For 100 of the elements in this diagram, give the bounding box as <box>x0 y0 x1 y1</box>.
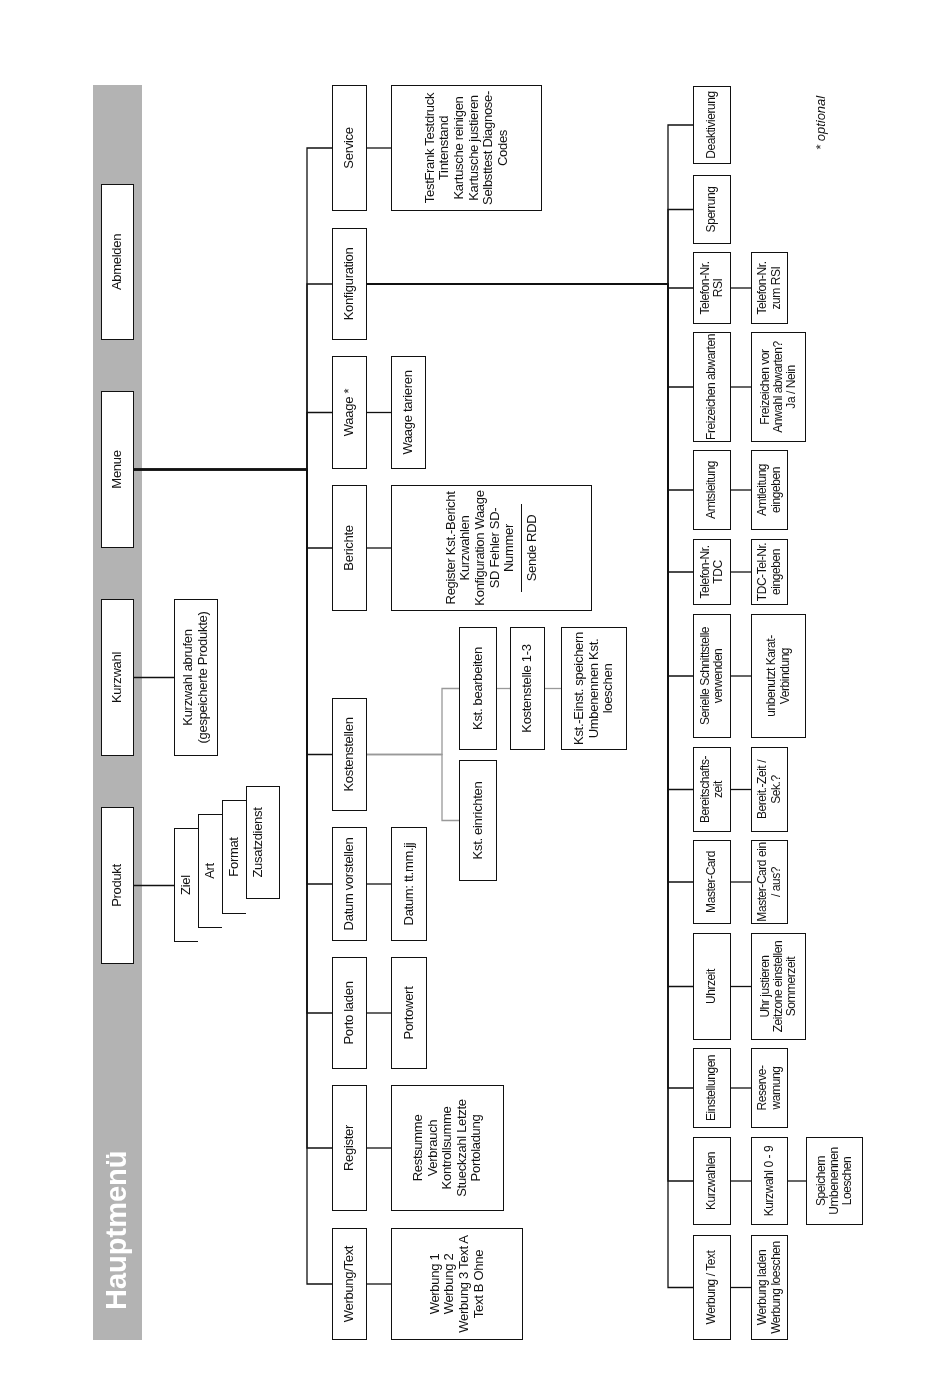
stacked-card <box>174 828 198 942</box>
menu-label: Bereitschafts- zeit <box>698 754 726 826</box>
menu-box <box>693 1235 731 1340</box>
option-list-box <box>806 1137 863 1225</box>
menu-box <box>693 332 731 442</box>
menu-label: Konfiguration <box>342 247 357 321</box>
connector-line <box>366 147 392 149</box>
menu-box <box>332 85 367 211</box>
option-list-box <box>561 627 627 750</box>
header-band <box>93 85 142 1340</box>
menu-box <box>332 698 367 811</box>
menu-box <box>693 86 731 164</box>
connector-line <box>133 676 175 679</box>
option-list-box <box>751 332 806 442</box>
menu-label: Register <box>342 1125 357 1171</box>
menu-label: Kostenstellen <box>342 717 357 792</box>
menu-box <box>693 840 731 924</box>
connector-line <box>366 1283 392 1285</box>
menu-label: Telefon-Nr. RSI <box>698 260 726 317</box>
menu-box <box>332 228 367 340</box>
menu-label: Serielle Schnittstelle verwenden <box>698 625 726 728</box>
stacked-card <box>198 814 222 928</box>
menu-box <box>332 1085 367 1211</box>
connector-line <box>366 753 460 822</box>
menu-box <box>101 599 134 756</box>
menu-box <box>332 827 367 941</box>
option-list-text: Restsumme Verbrauch Kontrollsumme Stueckzahl Letzte Portoladung <box>411 1098 484 1199</box>
menu-box <box>391 356 426 469</box>
option-list-box <box>391 485 592 611</box>
footnote: * optional <box>813 95 829 150</box>
option-list-box <box>391 85 542 211</box>
option-list-text: Register Kst.-Bericht Kurzwahlen Konfiguration Waage SD Fehler SD-Nummer <box>443 489 517 607</box>
menu-box <box>101 807 134 964</box>
menu-box <box>693 747 731 832</box>
connector-line <box>730 386 752 388</box>
option-list-text: Freizeichen vor Anwahl abwarten? Ja / Nein <box>758 340 799 435</box>
option-list-text: Werbung laden Werbung loeschen <box>756 1240 783 1336</box>
menu-box <box>751 252 788 324</box>
connector-line <box>730 571 752 573</box>
menu-box <box>693 450 731 530</box>
option-list-box <box>391 1228 523 1340</box>
menu-box <box>751 747 788 832</box>
connector-line <box>787 1180 807 1182</box>
menu-box <box>101 184 134 340</box>
connector-line <box>366 1147 392 1149</box>
menu-box <box>693 175 731 244</box>
menu-box <box>693 1137 731 1225</box>
stacked-card <box>222 800 246 914</box>
menu-label: Kst. bearbeiten <box>470 647 486 730</box>
option-list-text: Uhr justieren Zeitzone einstellen Sommerzeit <box>758 939 799 1035</box>
option-list-text: Kst.-Einst. speichern Umbenennen Kst. loeschen <box>572 631 616 746</box>
menu-label: Einstellungen <box>705 1054 719 1122</box>
menu-label: Produkt <box>110 864 125 907</box>
menu-label: Amtleitung eingeben <box>756 462 783 519</box>
menu-box <box>459 627 497 750</box>
menu-label: Service <box>342 127 357 169</box>
menu-label: Kurzwahlen <box>705 1151 719 1211</box>
connector-line <box>366 411 392 414</box>
option-list-box <box>751 614 806 738</box>
menu-box <box>391 827 427 941</box>
menu-box <box>174 599 218 756</box>
menu-label: Waage tarieren <box>401 370 416 455</box>
connector-line <box>366 547 392 549</box>
option-list-text: unbenutzt Karat-Verbindung <box>765 634 792 719</box>
menu-label: Master-Card ein / aus? <box>756 842 783 922</box>
menu-label: Amtsleitung <box>705 461 719 519</box>
connector-line <box>730 881 752 883</box>
menu-box <box>693 933 731 1040</box>
menu-heading: Hauptmenü <box>101 1150 133 1310</box>
menu-box <box>510 627 545 750</box>
connector-line <box>730 1286 752 1289</box>
menu-label: Abmelden <box>110 233 125 291</box>
connector-line <box>730 1087 752 1089</box>
menu-label: Freizeichen abwarten <box>705 334 719 440</box>
option-list-box <box>391 1085 504 1211</box>
menu-label: Datum: tt.mm.jj <box>401 842 417 926</box>
menu-label: Sperrung <box>705 186 719 233</box>
menu-label: TDC-Tel-Nr. eingeben <box>756 541 783 603</box>
menu-label: Kurzwahl 0 - 9 <box>762 1145 777 1217</box>
menu-box <box>693 614 731 738</box>
menu-box <box>332 485 367 611</box>
menu-label: Telefon-Nr. zum RSI <box>756 260 783 317</box>
menu-box <box>332 957 367 1069</box>
option-list-text: Sende RDD <box>524 514 540 582</box>
connector-line <box>730 675 752 677</box>
menu-label: Menue <box>110 450 125 489</box>
menu-label: Deaktivierung <box>705 91 719 159</box>
option-list-text: Speichern Umbenennen Loeschen <box>814 1146 855 1217</box>
connector-line <box>730 489 752 491</box>
menu-label: Portowert <box>401 986 417 1040</box>
menu-label: Berichte <box>342 525 357 571</box>
menu-label: Werbung/Text <box>342 1245 357 1323</box>
connector-line <box>133 884 175 887</box>
menu-label: Kurzwahl abrufen (gespeicherte Produkte) <box>181 610 211 746</box>
option-list-box <box>751 933 806 1040</box>
menu-label: Format <box>227 837 242 877</box>
connector-line <box>496 687 511 690</box>
option-list-text: Werbung 1 Werbung 2 Werbung 3 Text A Text B Ohne <box>427 1234 487 1335</box>
connector-line <box>730 287 752 289</box>
menu-label: Kst. einrichten <box>470 781 486 860</box>
